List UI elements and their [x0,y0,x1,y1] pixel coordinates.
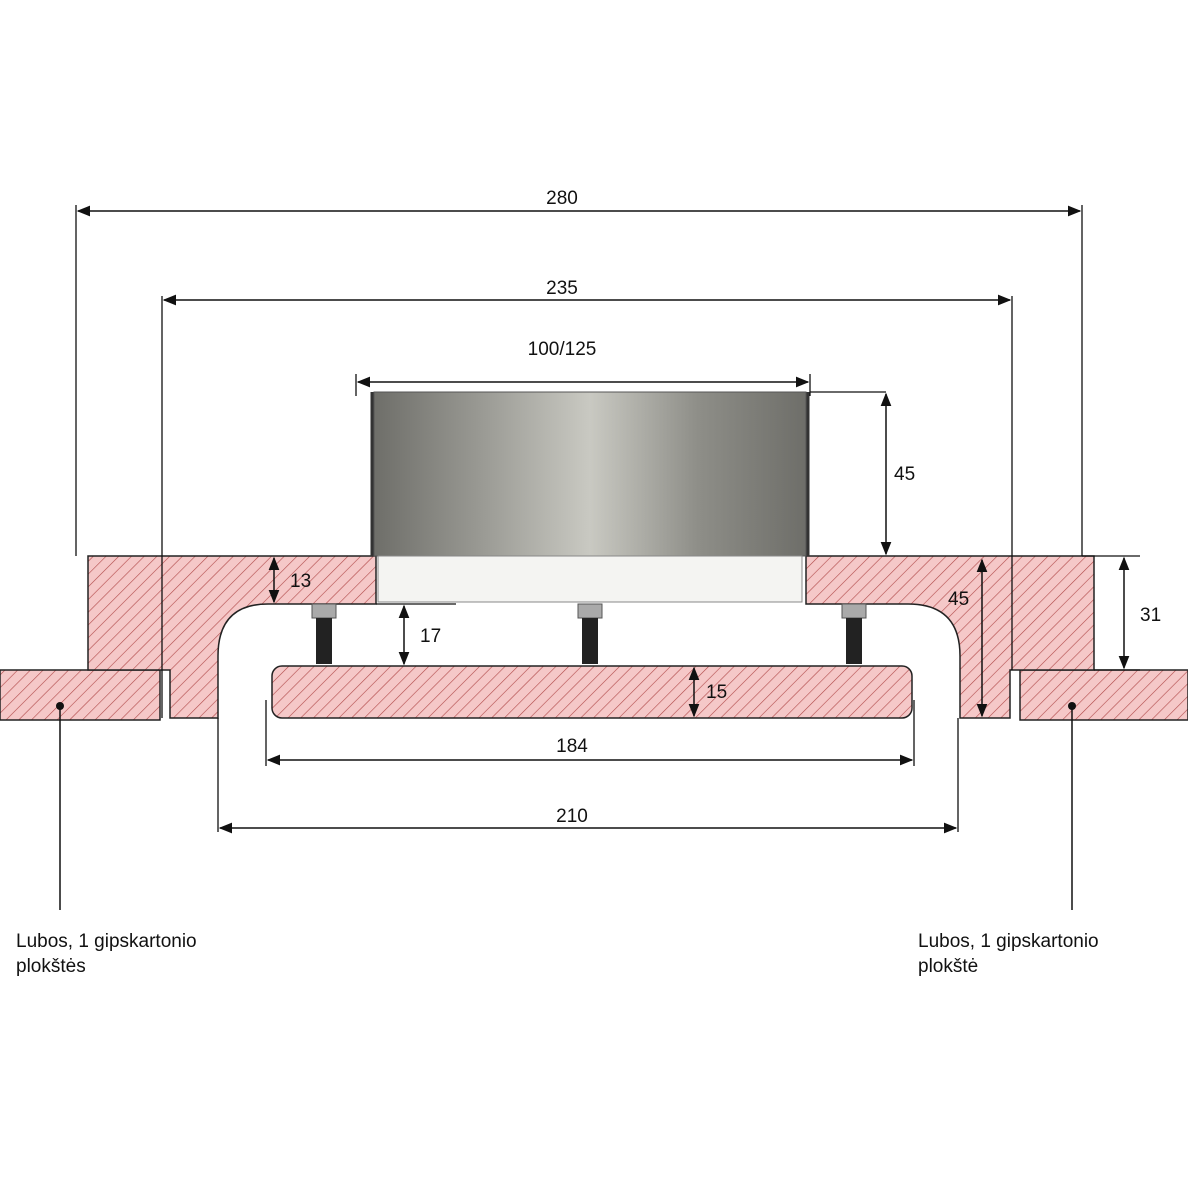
frame-section-right [805,555,1095,719]
note-left: Lubos, 1 gipskartonio plokštės [16,929,197,979]
dim-overall-width: 280 [546,188,578,209]
frame-section-left [87,555,377,719]
dim-bottom-plate-thickness: 15 [706,682,727,703]
note-left-line1: Lubos, 1 gipskartonio [16,931,197,952]
note-right: Lubos, 1 gipskartonio plokštė [918,929,1099,979]
dim-frame-height-right: 45 [948,589,969,610]
dimension-lines [76,205,1130,834]
screw-center [577,603,603,664]
ceiling-board-right [1019,669,1188,721]
extension-lines [75,205,1140,832]
dim-duct-diameter: 100/125 [528,339,597,360]
dim-inner-opening: 184 [556,736,588,757]
dim-frame-width: 235 [546,278,578,299]
dim-duct-height: 45 [894,464,915,485]
leader-dot-right [1068,702,1076,710]
leader-dot-left [56,702,64,710]
note-right-line2: plokštė [918,956,979,977]
screw-right [841,603,867,664]
duct-collar [373,391,807,557]
note-right-line1: Lubos, 1 gipskartonio [918,931,1099,952]
screw-left [311,603,337,664]
leader-lines [59,706,1073,910]
dim-side-height: 31 [1140,605,1161,626]
note-left-line2: plokštės [16,956,86,977]
dim-gap-height: 17 [420,626,441,647]
ceiling-board-left [0,669,161,721]
bottom-plate-section [271,665,913,719]
duct-ring [377,555,803,603]
dim-top-plate-thickness: 13 [290,571,311,592]
dim-outer-opening: 210 [556,806,588,827]
